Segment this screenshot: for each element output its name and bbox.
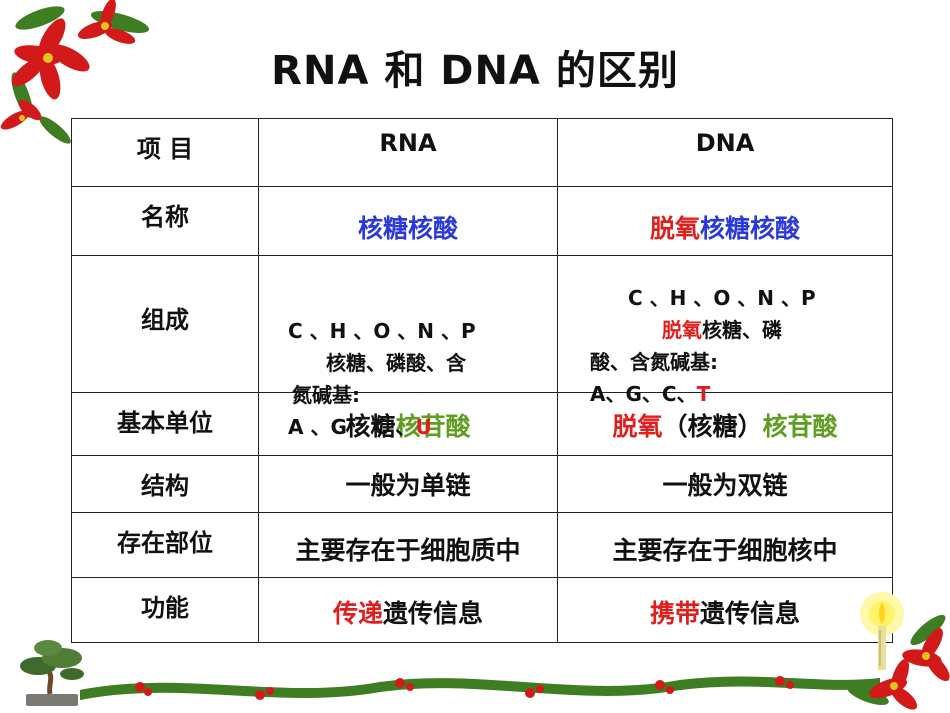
row-label-name: 名称 xyxy=(141,203,189,231)
rna-unit: 核糖核苷酸 xyxy=(345,412,471,441)
table-row-structure: 结构 一般为单链 一般为双链 xyxy=(71,455,893,513)
table-row-header: 项 目 RNA DNA xyxy=(71,118,893,187)
holly-garland-icon xyxy=(80,676,880,700)
row-label-function: 功能 xyxy=(141,594,189,622)
rna-location: 主要存在于细胞质中 xyxy=(295,536,521,565)
row-label-structure: 结构 xyxy=(141,472,189,500)
slide-title: RNA 和 DNA 的区别 xyxy=(271,48,679,94)
rna-composition: C 、H 、O 、N 、P 核糖、磷酸、含 氮碱基: A 、G 、C 、U xyxy=(288,319,476,439)
table-row-function: 功能 传递遗传信息 携带遗传信息 xyxy=(71,577,893,643)
dna-unit: 脱氧（核糖）核苷酸 xyxy=(612,412,838,441)
bonsai-tree-icon xyxy=(20,640,84,706)
dna-function: 携带遗传信息 xyxy=(649,599,801,628)
poinsettia-corner-icon xyxy=(848,614,950,710)
table-row-name: 名称 核糖核酸 脱氧核糖核酸 xyxy=(71,186,893,256)
rna-structure: 一般为单链 xyxy=(345,471,471,500)
table-row-location: 存在部位 主要存在于细胞质中 主要存在于细胞核中 xyxy=(71,512,893,578)
dna-name: 脱氧核糖核酸 xyxy=(649,214,801,243)
header-item: 项 目 xyxy=(136,135,194,163)
comparison-table: 项 目 RNA DNA 名称 核糖核酸 脱氧核糖核酸 组成 基本单位 核糖核苷酸… xyxy=(71,118,893,643)
header-rna: RNA xyxy=(379,129,437,157)
poinsettia-decoration-icon xyxy=(0,0,150,144)
dna-composition: C 、H 、O 、N 、P 脱氧核糖、磷 酸、含氮碱基: A、G、C、T xyxy=(590,286,816,406)
row-label-unit: 基本单位 xyxy=(117,409,213,437)
table-row-composition: 组成 xyxy=(71,255,893,393)
dna-location: 主要存在于细胞核中 xyxy=(612,536,838,565)
table-row-unit: 基本单位 核糖核苷酸 脱氧（核糖）核苷酸 xyxy=(71,392,893,456)
row-label-composition: 组成 xyxy=(141,306,189,334)
header-dna: DNA xyxy=(695,129,755,157)
rna-name: 核糖核酸 xyxy=(357,214,458,243)
row-label-location: 存在部位 xyxy=(117,529,213,557)
dna-structure: 一般为双链 xyxy=(662,471,788,500)
rna-function: 传递遗传信息 xyxy=(332,599,484,628)
candle-icon xyxy=(860,592,904,670)
